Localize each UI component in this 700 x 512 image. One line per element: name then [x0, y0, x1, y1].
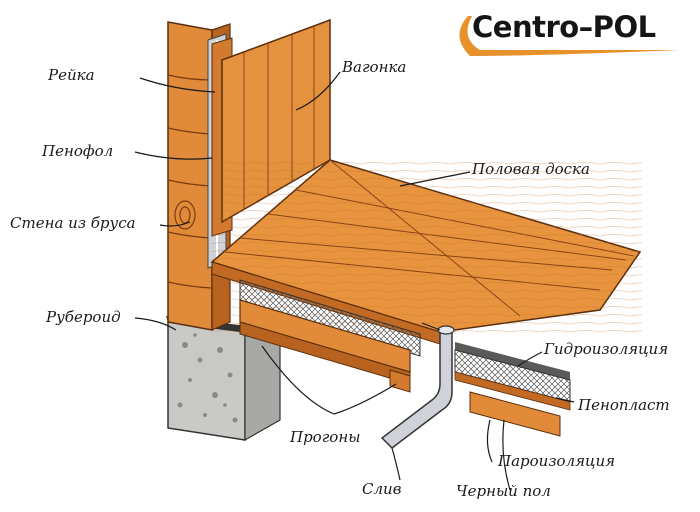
label-penoplast: Пенопласт	[578, 396, 670, 414]
label-paroizolyatsiya: Пароизоляция	[498, 452, 616, 470]
joists	[239, 299, 411, 393]
floor-section	[211, 261, 571, 437]
label-cherny-pol: Черный пол	[456, 482, 551, 500]
label-polovaya-doska: Половая доска	[472, 160, 590, 178]
brand-name: Centro–POL	[472, 10, 656, 44]
label-penofol: Пенофол	[42, 142, 114, 160]
label-vagonka: Вагонка	[342, 58, 407, 76]
leader-lines	[134, 71, 575, 491]
concrete-foundation	[167, 317, 281, 442]
label-gidroizolyatsiya: Гидроизоляция	[544, 340, 669, 358]
label-progony: Прогоны	[290, 428, 361, 446]
label-sliv: Слив	[362, 480, 402, 498]
label-ruberoid: Рубероид	[46, 308, 121, 326]
logo-swoosh-icon	[459, 16, 680, 56]
label-reyka: Рейка	[48, 66, 95, 84]
label-stena: Стена из бруса	[10, 214, 136, 232]
centro-pol-logo: Centro–POL	[450, 6, 696, 62]
